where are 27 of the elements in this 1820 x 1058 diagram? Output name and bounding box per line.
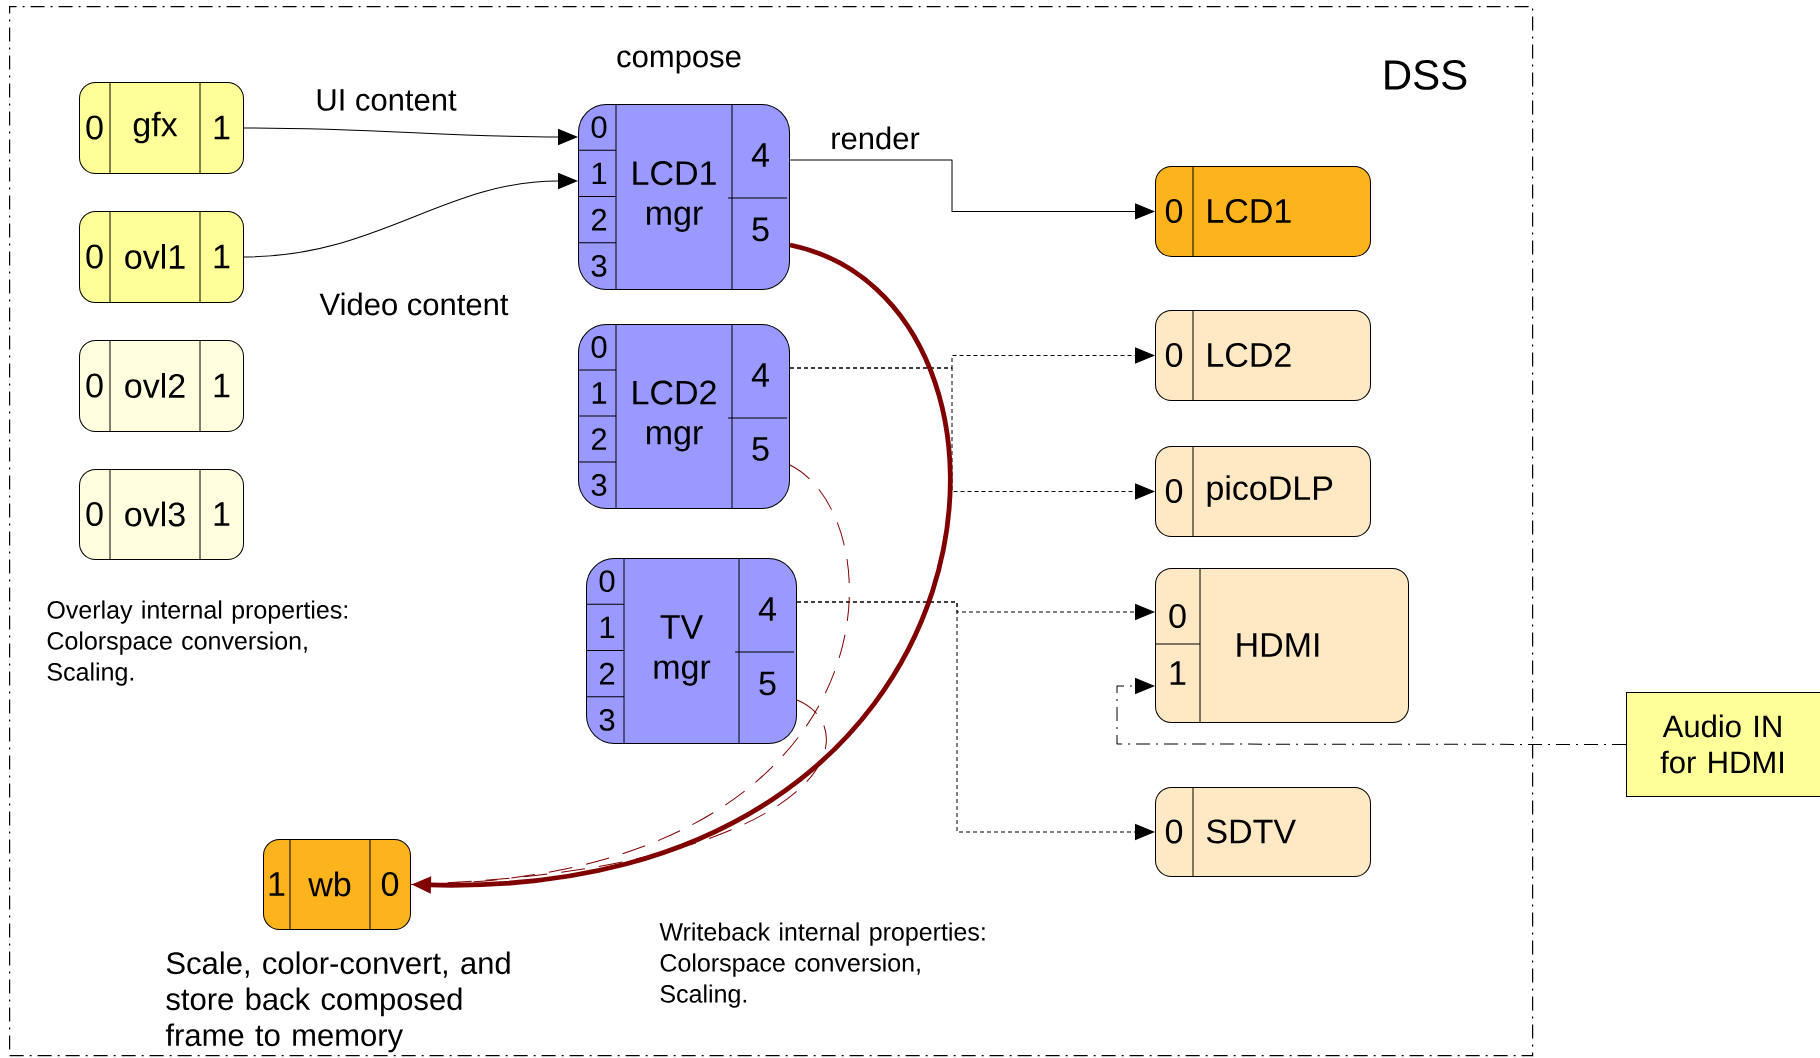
edge-label: UI content	[317, 89, 457, 111]
output-box: 0 picoDLP	[1155, 445, 1371, 537]
overlay-box: 0 ovl2 1	[79, 339, 244, 432]
overlay-box: 0 ovl1 1	[79, 210, 244, 303]
manager-box: 0 1 2 3 TV mgr 4 5	[585, 557, 797, 744]
output-box: 0 LCD2	[1155, 309, 1371, 401]
output-box: 0 1 HDMI	[1154, 567, 1409, 723]
edge-label: Video content	[319, 292, 509, 316]
manager-box: 0 1 2 3 LCD2 mgr 4 5	[577, 323, 790, 509]
note-text: Overlay internal properties: Colorspace conversion, Scaling.	[47, 600, 347, 686]
writeback-box: 1 wb 0	[263, 838, 411, 930]
manager-box: 0 1 2 3 LCD1 mgr 4 5	[577, 103, 790, 290]
note-text: compose	[617, 50, 741, 74]
arrow	[789, 367, 1155, 500]
arrow	[243, 173, 578, 258]
note-text: Writeback internal properties: Colorspace conversion, Scaling.	[659, 922, 985, 1008]
arrow	[796, 601, 1155, 840]
arrow	[1116, 678, 1627, 745]
overlay-box: 0 ovl3 1	[79, 468, 244, 560]
caption-text: Scale, color-convert, and store back composed frame to memory	[165, 951, 510, 1053]
overlay-box: 0 gfx 1	[79, 81, 244, 174]
edge-label: render	[832, 126, 920, 150]
output-box: 0 SDTV	[1155, 786, 1371, 877]
arrow	[243, 127, 578, 145]
output-box: 0 LCD1	[1155, 165, 1371, 257]
note-box: Audio IN for HDMI	[1626, 692, 1820, 797]
arrow	[789, 159, 1155, 220]
